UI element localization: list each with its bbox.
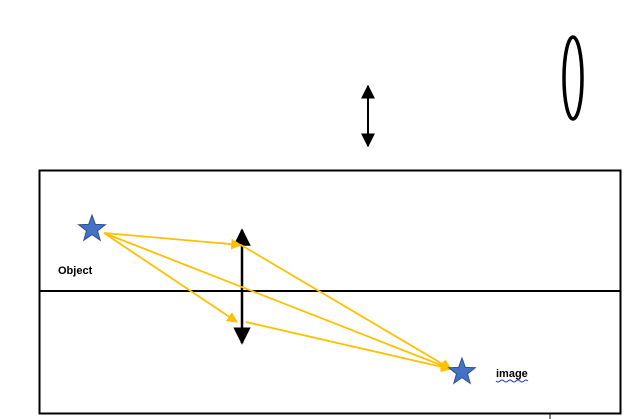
ray-3-to-lens-bottom bbox=[103, 232, 238, 323]
ray-3-lens-to-image bbox=[245, 321, 453, 373]
image-label-squiggle bbox=[495, 379, 529, 383]
ray-2-direct-to-image bbox=[103, 232, 453, 371]
ray-1-lens-to-image bbox=[240, 244, 452, 370]
object-star-icon bbox=[77, 213, 107, 242]
object-label: Object bbox=[58, 265, 93, 277]
convex-lens-ellipse bbox=[562, 35, 584, 121]
light-rays bbox=[103, 232, 453, 373]
image-label: image bbox=[496, 368, 528, 380]
image-star-icon bbox=[447, 356, 477, 385]
ray-1-to-lens-top bbox=[103, 232, 243, 250]
